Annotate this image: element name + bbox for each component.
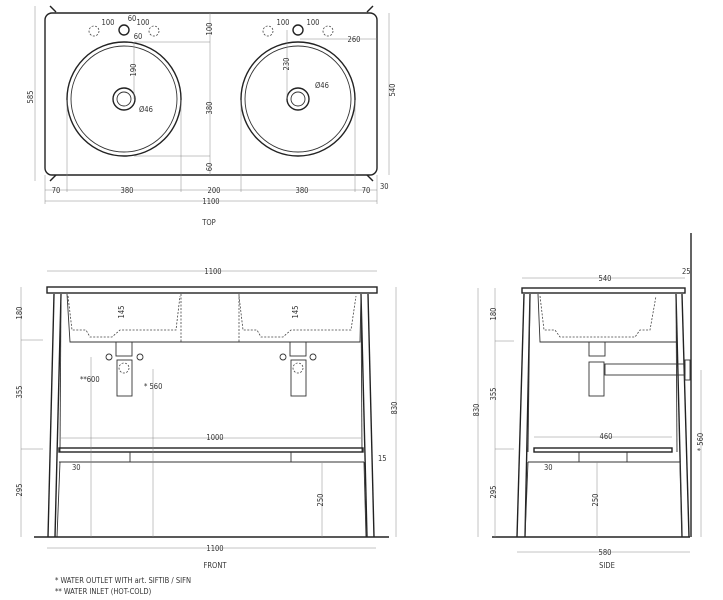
dim-front-bottom-width: 1100 (206, 544, 223, 553)
note-water-inlet: ** WATER INLET (HOT-COLD) (55, 587, 152, 596)
dim-basin-right-depth: 230 (282, 58, 291, 71)
dim-drain-left: Ø46 (139, 105, 153, 114)
dim-tap-right-2: 260 (348, 35, 361, 44)
dim-inner-depth: 540 (388, 84, 397, 97)
dim-bottom-4: 70 (362, 186, 371, 195)
dim-tap-left-3: 60 (134, 32, 143, 41)
dim-tap-left-2: 100 (137, 18, 150, 27)
dim-side-height-1: 355 (489, 388, 498, 401)
front-countertop (46, 286, 378, 294)
dim-overall-width: 1100 (202, 197, 219, 206)
side-basin (537, 293, 676, 343)
dim-lower-height: 250 (316, 494, 325, 507)
dim-front-height-total: 830 (390, 402, 399, 415)
dim-bottom-1: 380 (121, 186, 134, 195)
corner-feet (49, 5, 374, 182)
dim-side-outlet: * 560 (696, 433, 705, 451)
dim-side-shelf-gap: 30 (544, 463, 553, 472)
dim-front-height-2: 295 (15, 484, 24, 497)
top-dimension-lines (34, 6, 390, 204)
dim-side-height-2: 295 (489, 486, 498, 499)
dim-tap-right-1: 100 (307, 18, 320, 27)
dim-front-top-width: 1100 (204, 267, 221, 276)
dim-bottom-0: 70 (52, 186, 61, 195)
side-countertop (521, 287, 686, 294)
view-label-side: SIDE (599, 561, 615, 570)
front-frame (34, 293, 389, 538)
dim-outlet: * 560 (144, 382, 162, 391)
dim-side-height-total: 830 (472, 404, 481, 417)
dim-shelf-thick: 15 (378, 454, 387, 463)
basin-left (66, 41, 182, 157)
top-view: 585 540 100 380 60 100 60 100 60 100 100… (26, 5, 397, 227)
dim-side-shelf-depth: 460 (600, 432, 613, 441)
basin-right (240, 41, 356, 157)
dim-front-height-1: 355 (15, 386, 24, 399)
dim-drain-right: Ø46 (315, 81, 329, 90)
dim-tap-left-0: 100 (102, 18, 115, 27)
dim-shelf-gap: 30 (72, 463, 81, 472)
dim-side-lower-height: 250 (591, 494, 600, 507)
note-water-outlet: * WATER OUTLET WITH art. SIFTIB / SIFN (55, 576, 191, 585)
dim-center-2: 60 (205, 163, 214, 172)
front-dimension-lines (20, 270, 397, 549)
dim-inlet: **600 (80, 375, 100, 384)
front-traps (105, 341, 317, 397)
dim-bottom-3: 380 (296, 186, 309, 195)
view-label-front: FRONT (203, 561, 227, 570)
dim-center-0: 100 (205, 23, 214, 36)
front-view: 1100 180 355 295 830 145 145 **600 * 560… (15, 267, 399, 596)
dim-tap-right-0: 100 (277, 18, 290, 27)
tap-holes (88, 24, 334, 37)
dim-bottom-2: 200 (208, 186, 221, 195)
dim-basin-depth-right: 145 (291, 306, 300, 319)
dim-basin-depth-left: 145 (117, 306, 126, 319)
dim-side-top-depth: 540 (599, 274, 612, 283)
dim-shelf-width: 1000 (206, 433, 223, 442)
dim-overall-depth: 585 (26, 91, 35, 104)
dim-side-bottom-depth: 580 (599, 548, 612, 557)
dim-center-1: 380 (205, 102, 214, 115)
side-dimension-lines (477, 277, 702, 553)
dim-tap-left-1: 60 (128, 14, 137, 23)
dim-corner: 30 (380, 182, 389, 191)
view-label-top: TOP (201, 218, 216, 227)
side-trap (588, 341, 691, 397)
dim-basin-left-depth: 190 (129, 64, 138, 77)
side-frame (492, 293, 690, 538)
dim-front-height-0: 180 (15, 307, 24, 320)
dim-side-height-0: 180 (489, 308, 498, 321)
front-basins (66, 293, 362, 343)
dim-wall-gap: 25 (682, 267, 691, 276)
countertop-outline (44, 12, 378, 176)
side-view: 540 25 830 180 355 295 460 30 250 * 560 … (472, 233, 705, 570)
